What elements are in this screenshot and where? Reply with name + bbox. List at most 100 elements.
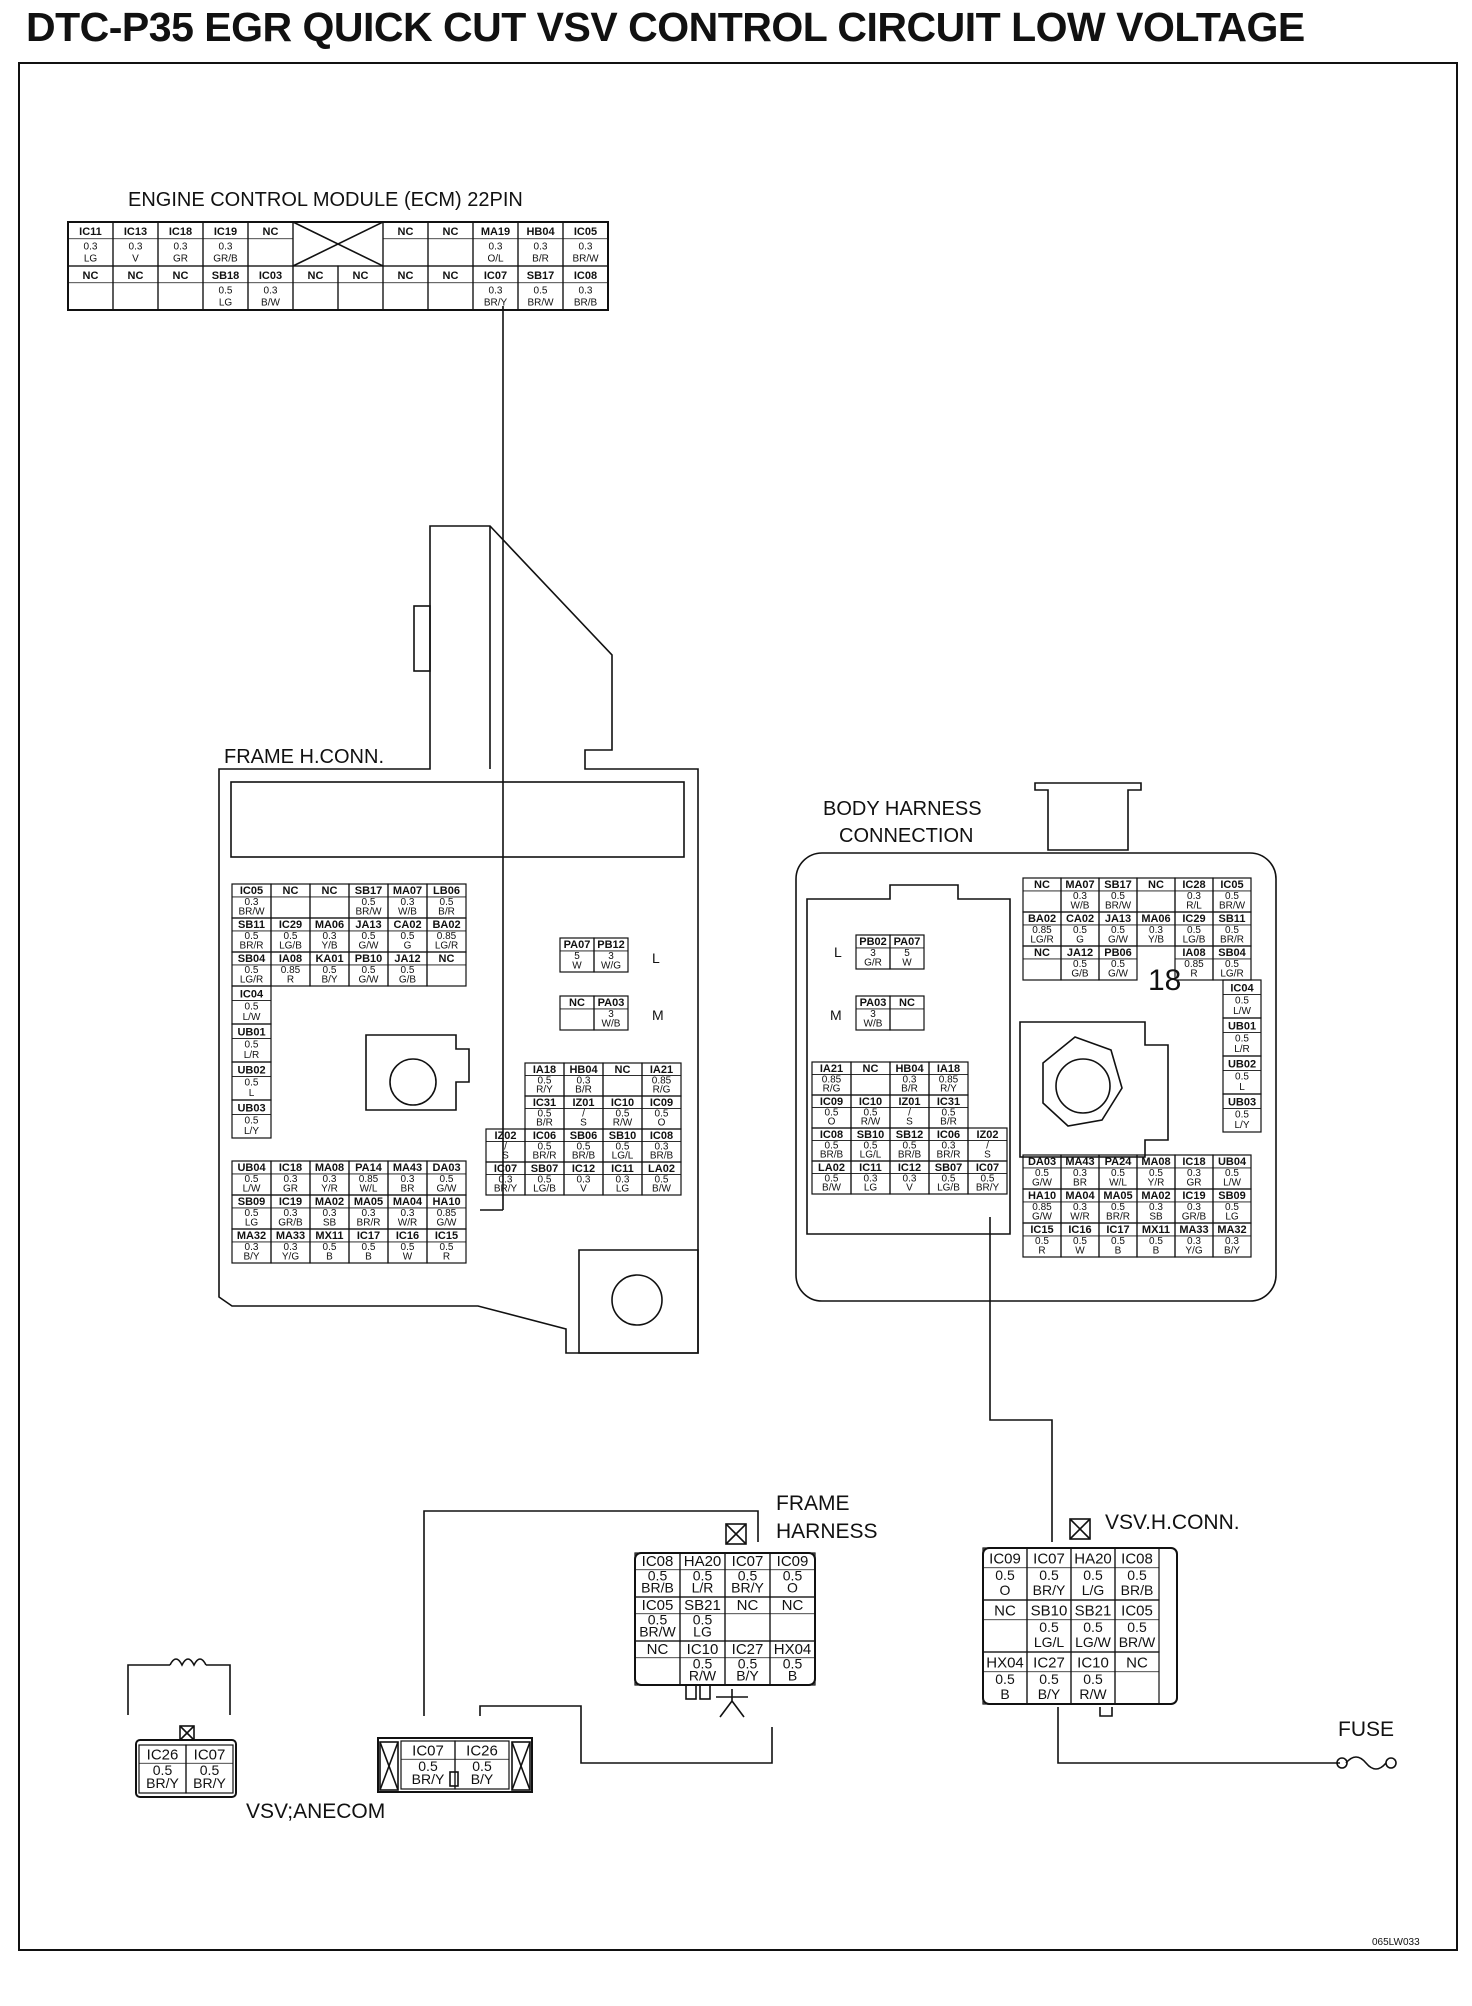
- wire-size: 0.5: [1127, 1567, 1147, 1583]
- wire-size: 3: [870, 1009, 876, 1020]
- wire-color: R/W: [1079, 1686, 1107, 1702]
- wire-size: 0.5: [1035, 1168, 1049, 1179]
- pin-id: IC07: [732, 1553, 764, 1570]
- pin-id: UB01: [237, 1026, 265, 1038]
- wire-color: L/W: [1233, 1006, 1251, 1017]
- pin-id: IC09: [989, 1551, 1021, 1568]
- pin-id: IA08: [279, 953, 302, 965]
- wire-size: 0.5: [1039, 1567, 1059, 1583]
- vsv-hconn-connector: IC090.5OIC070.5BR/YHA200.5L/GIC080.5BR/B…: [982, 1518, 1178, 1705]
- wire-size: 0.5: [362, 931, 376, 942]
- wire-size: 0.3: [489, 241, 503, 252]
- wire-color: BR/Y: [731, 1580, 764, 1596]
- wire-size: 0.5: [864, 1140, 878, 1151]
- diagram-code: 065LW033: [1372, 1937, 1420, 1948]
- wire-color: GR: [1187, 1178, 1202, 1189]
- pin-id: IC08: [1121, 1551, 1153, 1568]
- wire-size: 0.5: [783, 1567, 803, 1583]
- wire-size: 0.5: [825, 1140, 839, 1151]
- wire-size: 0.5: [1111, 891, 1125, 902]
- wire-color: BR/W: [1105, 901, 1132, 912]
- wire-size: 0.3: [577, 1075, 591, 1086]
- pin-id: SB17: [1104, 879, 1132, 891]
- wire-size: 0.3: [401, 1174, 415, 1185]
- wire-color: BR/B: [898, 1150, 922, 1161]
- wire-size: 0.5: [655, 1108, 669, 1119]
- pin-id: NC: [398, 226, 414, 238]
- pin-id: IC07: [1033, 1551, 1065, 1568]
- wire-size: 0.5: [1225, 925, 1239, 936]
- wire-size: 0.3: [1073, 1202, 1087, 1213]
- pin-id: IC11: [859, 1162, 882, 1174]
- wire-color: L/Y: [1234, 1120, 1249, 1131]
- wire-size: 0.5: [1083, 1567, 1103, 1583]
- ecm-pin-nc: NC: [67, 265, 114, 311]
- pin-id: SB04: [238, 953, 266, 965]
- frame-harness-pin-nc: NC: [634, 1640, 681, 1686]
- pin-id: UB02: [237, 1064, 265, 1076]
- wire-size: 0.5: [1235, 1072, 1249, 1083]
- wire-size: 5: [904, 948, 910, 959]
- pin-id: MA05: [354, 1196, 383, 1208]
- wire-color: W/B: [398, 907, 417, 918]
- pin-id: IC19: [1182, 1190, 1205, 1202]
- wire-size: 0.5: [362, 897, 376, 908]
- wire-color: G/B: [1071, 969, 1089, 980]
- wire-size: 3: [608, 951, 614, 962]
- wire-color: B/Y: [1038, 1686, 1061, 1702]
- fuse-icon: [1336, 1756, 1397, 1770]
- wire-color: V: [132, 254, 139, 265]
- wire-color: L/Y: [244, 1126, 259, 1137]
- wire-size: 0.5: [245, 1002, 259, 1013]
- pin-id: NC: [1148, 879, 1164, 891]
- wire-color: V: [906, 1183, 913, 1194]
- wire-color: B/R: [901, 1084, 918, 1095]
- pin-id: IC10: [611, 1097, 634, 1109]
- frame-harness-pin-nc: NC: [769, 1596, 816, 1642]
- body-harness-label-1: BODY HARNESS: [823, 798, 982, 820]
- wire-size: 0.5: [245, 931, 259, 942]
- wire-color: BR/B: [572, 1151, 596, 1162]
- wire-color: LG/L: [1034, 1634, 1065, 1650]
- pin-id: SB21: [684, 1597, 721, 1614]
- ecm-pin-nc: NC: [112, 265, 159, 311]
- wire-size: 0.5: [1083, 1619, 1103, 1635]
- wire-size: 0.5: [534, 285, 548, 296]
- pin-id: IC04: [240, 988, 264, 1000]
- wire-color: W/B: [602, 1019, 621, 1030]
- pin-id: IC05: [574, 226, 597, 238]
- wire-size: 0.3: [1073, 891, 1087, 902]
- pin-id: IC29: [1182, 913, 1205, 925]
- wire-size: 0.5: [825, 1107, 839, 1118]
- wire-color: BR/R: [1106, 1212, 1130, 1223]
- pin-id: MA05: [1103, 1190, 1132, 1202]
- wire-color: G/W: [359, 975, 380, 986]
- pin-id: IC10: [687, 1641, 719, 1658]
- wire-color: LG/R: [1030, 935, 1053, 946]
- wire-color: L/R: [244, 1050, 260, 1061]
- pin-id: PB02: [859, 936, 887, 948]
- pin-id: DA03: [432, 1162, 460, 1174]
- wire-size: 0.3: [264, 285, 278, 296]
